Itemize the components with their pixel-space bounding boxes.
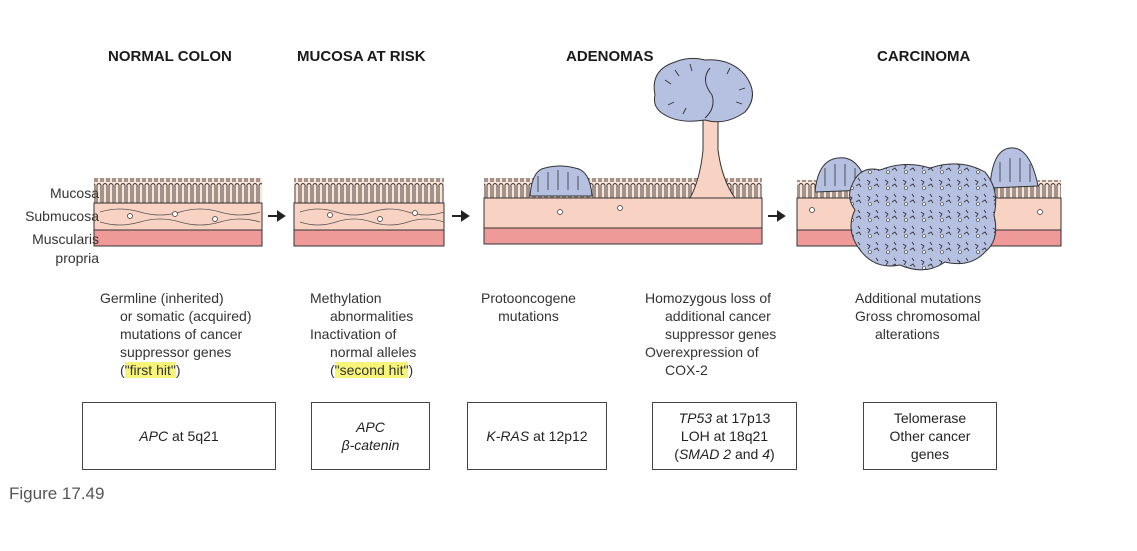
locus: at 12p12 [529, 428, 588, 444]
paren-close: ) [175, 362, 181, 378]
locus: at 5q21 [168, 428, 219, 444]
gene-smad2: SMAD 2 [678, 446, 732, 462]
desc-line: Inactivation of [310, 326, 397, 342]
gene-k-ras: K-RAS [486, 428, 530, 444]
locus: at 17p13 [712, 410, 771, 426]
layer-label-submucosa: Submucosa [25, 208, 99, 224]
gene-line: APC at 5q21 [139, 427, 218, 445]
desc-line: Germline (inherited) [100, 290, 224, 306]
layer-label-mucosa: Mucosa [49, 185, 99, 201]
gene-box-telomerase: Telomerase Other cancer genes [863, 402, 997, 470]
description-normal-colon: Germline (inherited) or somatic (acquire… [100, 289, 252, 379]
paren-open: ( [674, 446, 679, 462]
stage-title-normal-colon: NORMAL COLON [108, 48, 232, 65]
desc-line: alterations [875, 326, 940, 342]
gene-box-apc: APC at 5q21 [82, 402, 276, 470]
second-hit-highlight: "second hit" [334, 362, 409, 378]
gene-line: TP53 at 17p13 [679, 409, 771, 427]
mucosa-at-risk-tissue [293, 178, 445, 247]
carcinoma-tissue [796, 147, 1062, 271]
first-hit-highlight: "first hit" [124, 362, 176, 378]
desc-line: Gross chromosomal [855, 308, 981, 324]
gene-line: Telomerase [893, 410, 967, 426]
gene-line: (SMAD 2 and 4) [674, 445, 774, 463]
progression-arrow-1 [268, 210, 286, 222]
gene-beta-catenin: β-catenin [341, 437, 400, 453]
stage-title-carcinoma: CARCINOMA [877, 48, 971, 65]
paren-close: ) [408, 362, 414, 378]
gene-box-tp53: TP53 at 17p13 LOH at 18q21 (SMAD 2 and 4… [652, 402, 797, 470]
paren-open: ( [330, 362, 335, 378]
desc-line: ("second hit") [310, 361, 416, 379]
and-text: and [731, 446, 763, 462]
desc-line: Protooncogene [481, 290, 576, 306]
desc-line: mutations [498, 308, 559, 324]
gene-apc: APC [139, 428, 169, 444]
desc-line: or somatic (acquired) [120, 308, 252, 324]
stage-title-adenomas: ADENOMAS [566, 48, 654, 65]
adenoma-tissue [483, 57, 763, 245]
layer-label-propria: propria [55, 250, 99, 266]
progression-arrow-3 [768, 210, 786, 222]
desc-line: suppressor genes [665, 326, 777, 342]
gene-box-k-ras: K-RAS at 12p12 [467, 402, 607, 470]
description-adenoma-protooncogene: Protooncogene mutations [481, 289, 576, 325]
desc-line: Homozygous loss of [645, 290, 772, 306]
progression-arrow-2 [452, 210, 470, 222]
desc-line: normal alleles [330, 344, 417, 360]
normal-colon-tissue [93, 178, 263, 247]
stage-title-mucosa-at-risk: MUCOSA AT RISK [297, 48, 426, 65]
gene-line: K-RAS at 12p12 [486, 427, 587, 445]
desc-line: Methylation [310, 290, 382, 306]
desc-line: COX-2 [665, 362, 708, 378]
desc-line: ("first hit") [100, 361, 252, 379]
gene-smad4: 4 [762, 446, 771, 462]
layer-label-muscularis: Muscularis [32, 231, 99, 247]
paren-close: ) [770, 446, 775, 462]
description-carcinoma: Additional mutations Gross chromosomal a… [855, 289, 981, 343]
description-mucosa-at-risk: Methylation abnormalities Inactivation o… [310, 289, 416, 379]
desc-line: mutations of cancer [120, 326, 243, 342]
gene-line: genes [910, 446, 950, 462]
gene-line: LOH at 18q21 [680, 428, 769, 444]
desc-line: Additional mutations [855, 290, 982, 306]
description-adenoma-suppressor-loss: Homozygous loss of additional cancer sup… [645, 289, 776, 379]
gene-box-apc-beta-catenin: APC β-catenin [311, 402, 430, 470]
gene-tp53: TP53 [678, 410, 713, 426]
desc-line: abnormalities [330, 308, 414, 324]
gene-line: Other cancer [889, 428, 971, 444]
gene-apc: APC [356, 419, 385, 435]
desc-line: Overexpression of [645, 344, 759, 360]
paren-open: ( [120, 362, 125, 378]
desc-line: additional cancer [665, 308, 771, 324]
figure-caption: Figure 17.49 [9, 484, 105, 503]
desc-line: suppressor genes [120, 344, 232, 360]
